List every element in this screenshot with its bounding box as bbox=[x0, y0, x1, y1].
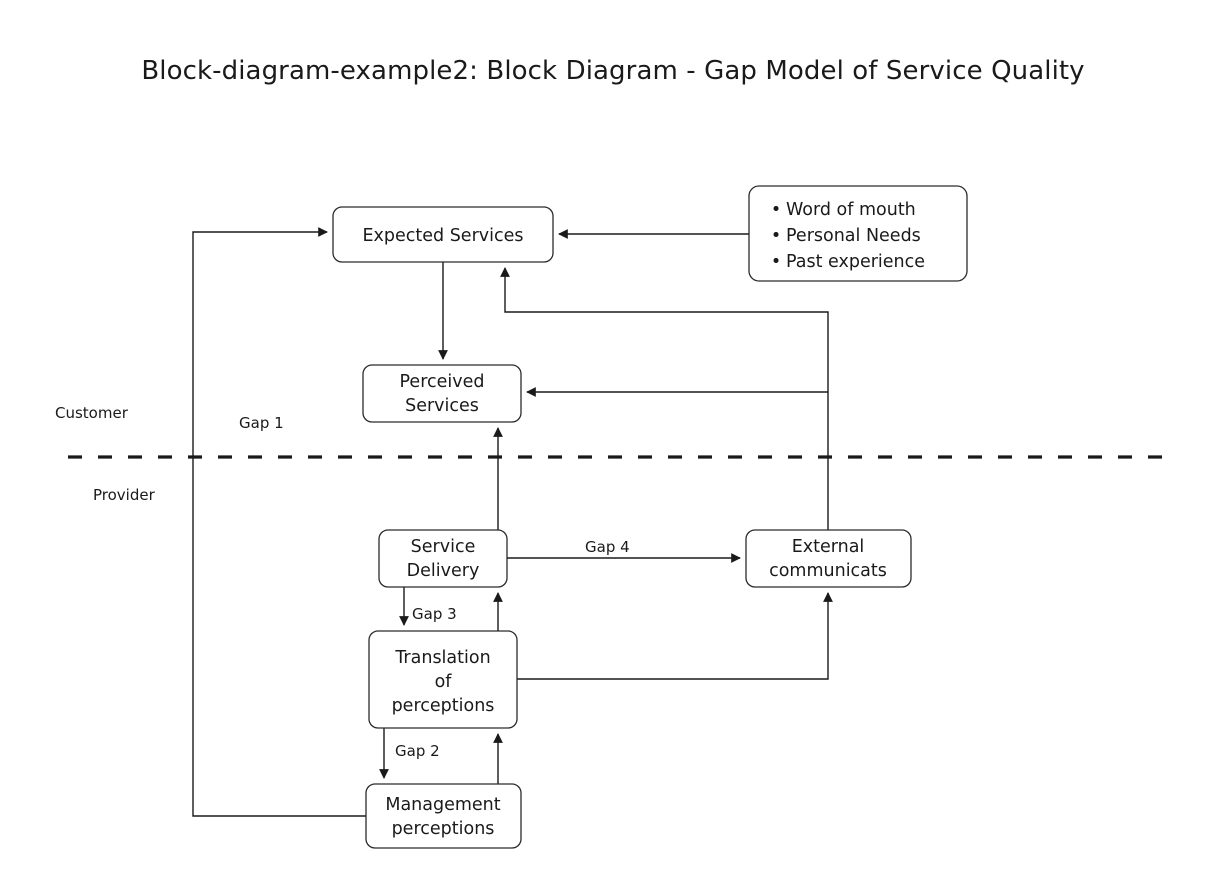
node-perceived-services-line1: Perceived bbox=[400, 372, 485, 392]
node-expected-services-label: Expected Services bbox=[362, 226, 523, 246]
node-perceived-services[interactable]: Perceived Services bbox=[362, 364, 522, 423]
edge-external-to-expected bbox=[500, 267, 829, 530]
node-external-communications-line2: communicats bbox=[769, 561, 887, 581]
edge-gap1 bbox=[192, 227, 366, 817]
node-service-delivery-line1: Service bbox=[411, 537, 476, 557]
node-external-communications-shape[interactable] bbox=[745, 529, 912, 588]
node-service-delivery-shape[interactable] bbox=[378, 529, 508, 588]
node-management-perceptions-shape[interactable] bbox=[365, 783, 522, 849]
bullet-word-of-mouth: Word of mouth bbox=[786, 200, 916, 220]
node-management-perceptions[interactable]: Management perceptions bbox=[365, 783, 522, 849]
node-translation-of-perceptions-line2: of bbox=[435, 672, 453, 692]
bullet-marker-1: • bbox=[771, 200, 781, 220]
node-translation-of-perceptions-shape[interactable] bbox=[368, 630, 518, 729]
gap3-label: Gap 3 bbox=[412, 605, 457, 623]
node-perceived-services-shape[interactable] bbox=[362, 364, 522, 423]
node-influences-shape[interactable] bbox=[748, 185, 968, 282]
page-title: Block-diagram-example2: Block Diagram - … bbox=[141, 56, 1085, 86]
node-influences[interactable]: • Word of mouth • Personal Needs • Past … bbox=[748, 185, 968, 282]
node-perceived-services-line2: Services bbox=[405, 396, 479, 416]
node-expected-services[interactable]: Expected Services bbox=[332, 206, 554, 263]
node-translation-of-perceptions-line1: Translation bbox=[394, 648, 490, 668]
bullet-personal-needs: Personal Needs bbox=[786, 226, 921, 246]
node-expected-services-shape[interactable] bbox=[332, 206, 554, 263]
edge-translation-to-external bbox=[517, 592, 833, 680]
bullet-marker-2: • bbox=[771, 226, 781, 246]
gap1-label: Gap 1 bbox=[239, 414, 284, 432]
node-translation-of-perceptions[interactable]: Translation of perceptions bbox=[368, 630, 518, 729]
gap2-label: Gap 2 bbox=[395, 742, 440, 760]
gap4-label: Gap 4 bbox=[585, 538, 630, 556]
customer-zone-label: Customer bbox=[55, 404, 129, 422]
node-external-communications[interactable]: External communicats bbox=[745, 529, 912, 588]
node-translation-of-perceptions-line3: perceptions bbox=[392, 696, 495, 716]
bullet-past-experience: Past experience bbox=[786, 252, 925, 272]
node-service-delivery-line2: Delivery bbox=[407, 561, 480, 581]
node-service-delivery[interactable]: Service Delivery bbox=[378, 529, 508, 588]
provider-zone-label: Provider bbox=[93, 486, 156, 504]
node-management-perceptions-line1: Management bbox=[385, 795, 500, 815]
bullet-marker-3: • bbox=[771, 252, 781, 272]
node-external-communications-line1: External bbox=[792, 537, 865, 557]
node-management-perceptions-line2: perceptions bbox=[392, 819, 495, 839]
